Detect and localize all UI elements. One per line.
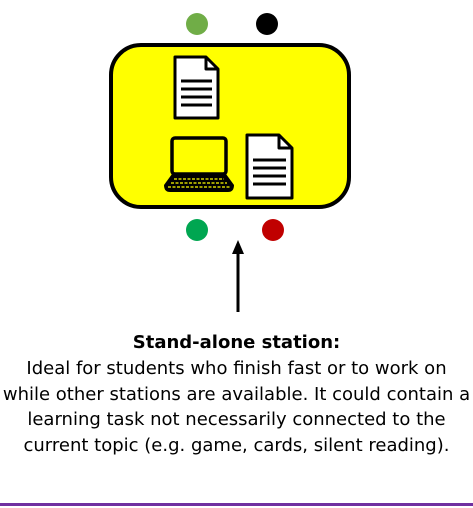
document-icon: [245, 133, 294, 200]
document-icon: [173, 55, 220, 120]
top-left-dot: [186, 13, 208, 35]
bottom-right-dot: [262, 219, 284, 241]
top-right-dot: [256, 13, 278, 35]
station-caption: Stand-alone station: Ideal for students …: [0, 330, 473, 458]
laptop-icon: [164, 136, 234, 192]
arrow-up-icon: [232, 240, 244, 312]
station-description: Ideal for students who finish fast or to…: [2, 358, 471, 456]
station-title: Stand-alone station:: [132, 332, 341, 353]
divider-line: [0, 503, 473, 506]
bottom-left-dot: [186, 219, 208, 241]
